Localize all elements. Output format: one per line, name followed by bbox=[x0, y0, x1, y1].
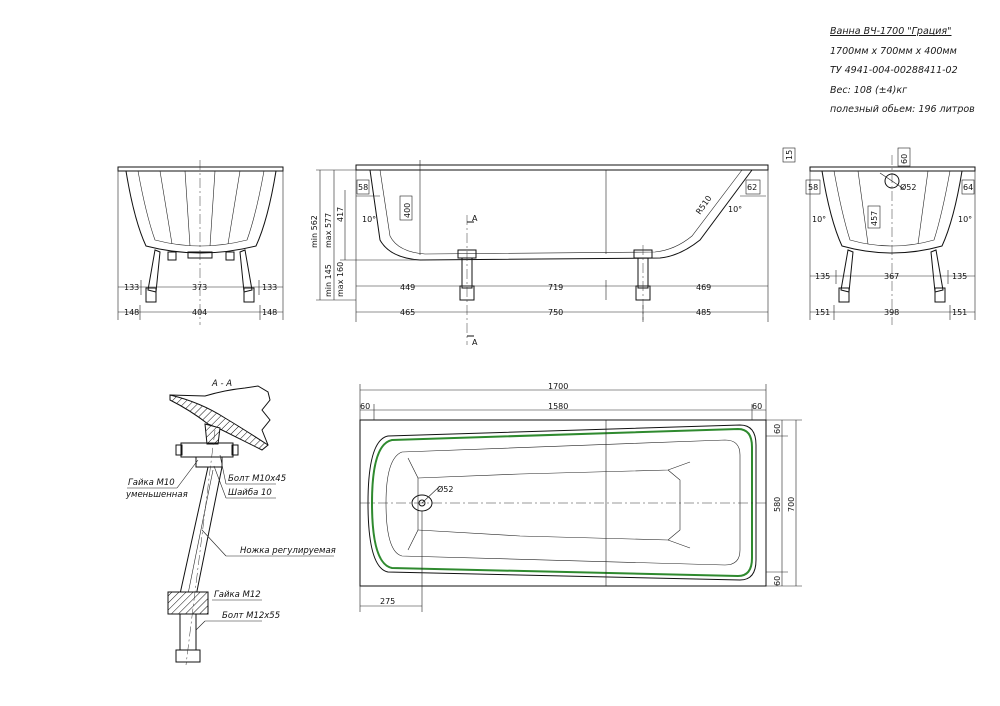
plan-dim-275: 275 bbox=[380, 597, 395, 606]
label-bolt-m10: Болт М10х45 bbox=[228, 474, 286, 484]
dim-449: 449 bbox=[400, 283, 415, 292]
product-title: Ванна ВЧ-1700 "Грация" bbox=[830, 26, 952, 37]
plan-dim-1580: 1580 bbox=[548, 402, 568, 411]
dim-diam-52-side: Ø52 bbox=[900, 182, 916, 192]
plan-view: Ø52 1700 1580 60 60 60 580 700 60 275 bbox=[359, 382, 802, 612]
section-title: А - А bbox=[211, 379, 232, 389]
dim-135-right: 135 bbox=[952, 272, 967, 281]
plan-dim-1700-top: 1700 bbox=[548, 382, 568, 391]
dim-400: 400 bbox=[403, 203, 412, 218]
plan-dim-580: 580 bbox=[773, 497, 782, 512]
product-volume: полезный обьем: 196 литров bbox=[830, 104, 975, 115]
plan-dim-700: 700 bbox=[787, 497, 796, 512]
dim-64: 64 bbox=[963, 183, 973, 192]
side-view-right: 15 60 Ø52 58 64 457 10° 10° 135 367 135 … bbox=[782, 147, 976, 325]
label-nut-m12: Гайка М12 bbox=[214, 590, 261, 600]
dim-62: 62 bbox=[747, 183, 757, 192]
product-weight: Вес: 108 (±4)кг bbox=[830, 84, 908, 96]
dim-469: 469 bbox=[696, 283, 711, 292]
dim-60-right: 60 bbox=[900, 154, 909, 164]
dim-max-577: max 577 bbox=[324, 213, 333, 248]
label-nut-m10-reduced: уменьшенная bbox=[125, 490, 188, 500]
dim-min-562: min 562 bbox=[310, 215, 319, 248]
dim-148-right: 148 bbox=[262, 308, 277, 317]
dim-135-left: 135 bbox=[815, 272, 830, 281]
angle-10-side-left: 10° bbox=[812, 215, 826, 224]
section-mark-bottom: A bbox=[472, 338, 478, 347]
section-mark-top: A bbox=[472, 214, 478, 223]
dim-133-right: 133 bbox=[262, 283, 277, 292]
plan-dim-60-top: 60 bbox=[773, 424, 782, 434]
title-block: Ванна ВЧ-1700 "Грация" 1700мм x 700мм x … bbox=[830, 22, 995, 120]
dim-457: 457 bbox=[870, 211, 879, 226]
dim-417: 417 bbox=[336, 207, 345, 222]
plan-drain-diam: Ø52 bbox=[437, 484, 453, 494]
dim-R510: R510 bbox=[694, 194, 713, 216]
angle-10-side-right: 10° bbox=[958, 215, 972, 224]
angle-10-right: 10° bbox=[728, 205, 742, 214]
dim-151-left: 151 bbox=[815, 308, 830, 317]
dim-750: 750 bbox=[548, 308, 563, 317]
dim-min-145: min 145 bbox=[324, 264, 333, 297]
angle-10-left: 10° bbox=[362, 215, 376, 224]
dim-398: 398 bbox=[884, 308, 899, 317]
dim-133-left: 133 bbox=[124, 283, 139, 292]
dim-151-right: 151 bbox=[952, 308, 967, 317]
dim-485: 485 bbox=[696, 308, 711, 317]
label-washer: Шайба 10 bbox=[228, 488, 272, 498]
plan-dim-60-bottom: 60 bbox=[773, 576, 782, 586]
dim-148-left: 148 bbox=[124, 308, 139, 317]
bath-outline bbox=[370, 427, 753, 578]
plan-dim-60-right: 60 bbox=[752, 402, 762, 411]
label-nut-m10: Гайка М10 bbox=[128, 478, 175, 488]
section-a-a: А - А Гайка М10 уменьшенная Болт М10х45 … bbox=[125, 379, 336, 666]
front-view: A A min 562 max 577 417 min 145 max 160 … bbox=[310, 160, 769, 347]
plan-dim-60-left: 60 bbox=[360, 402, 370, 411]
dim-719: 719 bbox=[548, 283, 563, 292]
dim-58-front: 58 bbox=[358, 183, 368, 192]
dim-465: 465 bbox=[400, 308, 415, 317]
dim-58-side: 58 bbox=[808, 183, 818, 192]
product-size: 1700мм x 700мм x 400мм bbox=[830, 45, 957, 57]
dim-15: 15 bbox=[785, 150, 794, 160]
label-bolt-m12: Болт М12х55 bbox=[222, 611, 280, 621]
dim-404: 404 bbox=[192, 308, 207, 317]
label-adjustable-leg: Ножка регулируемая bbox=[240, 546, 336, 556]
dim-367: 367 bbox=[884, 272, 899, 281]
product-spec: ТУ 4941-004-00288411-02 bbox=[830, 65, 958, 76]
dim-max-160: max 160 bbox=[336, 262, 345, 297]
dim-373: 373 bbox=[192, 283, 207, 292]
side-view-left: 133 373 133 148 404 148 bbox=[117, 160, 284, 325]
